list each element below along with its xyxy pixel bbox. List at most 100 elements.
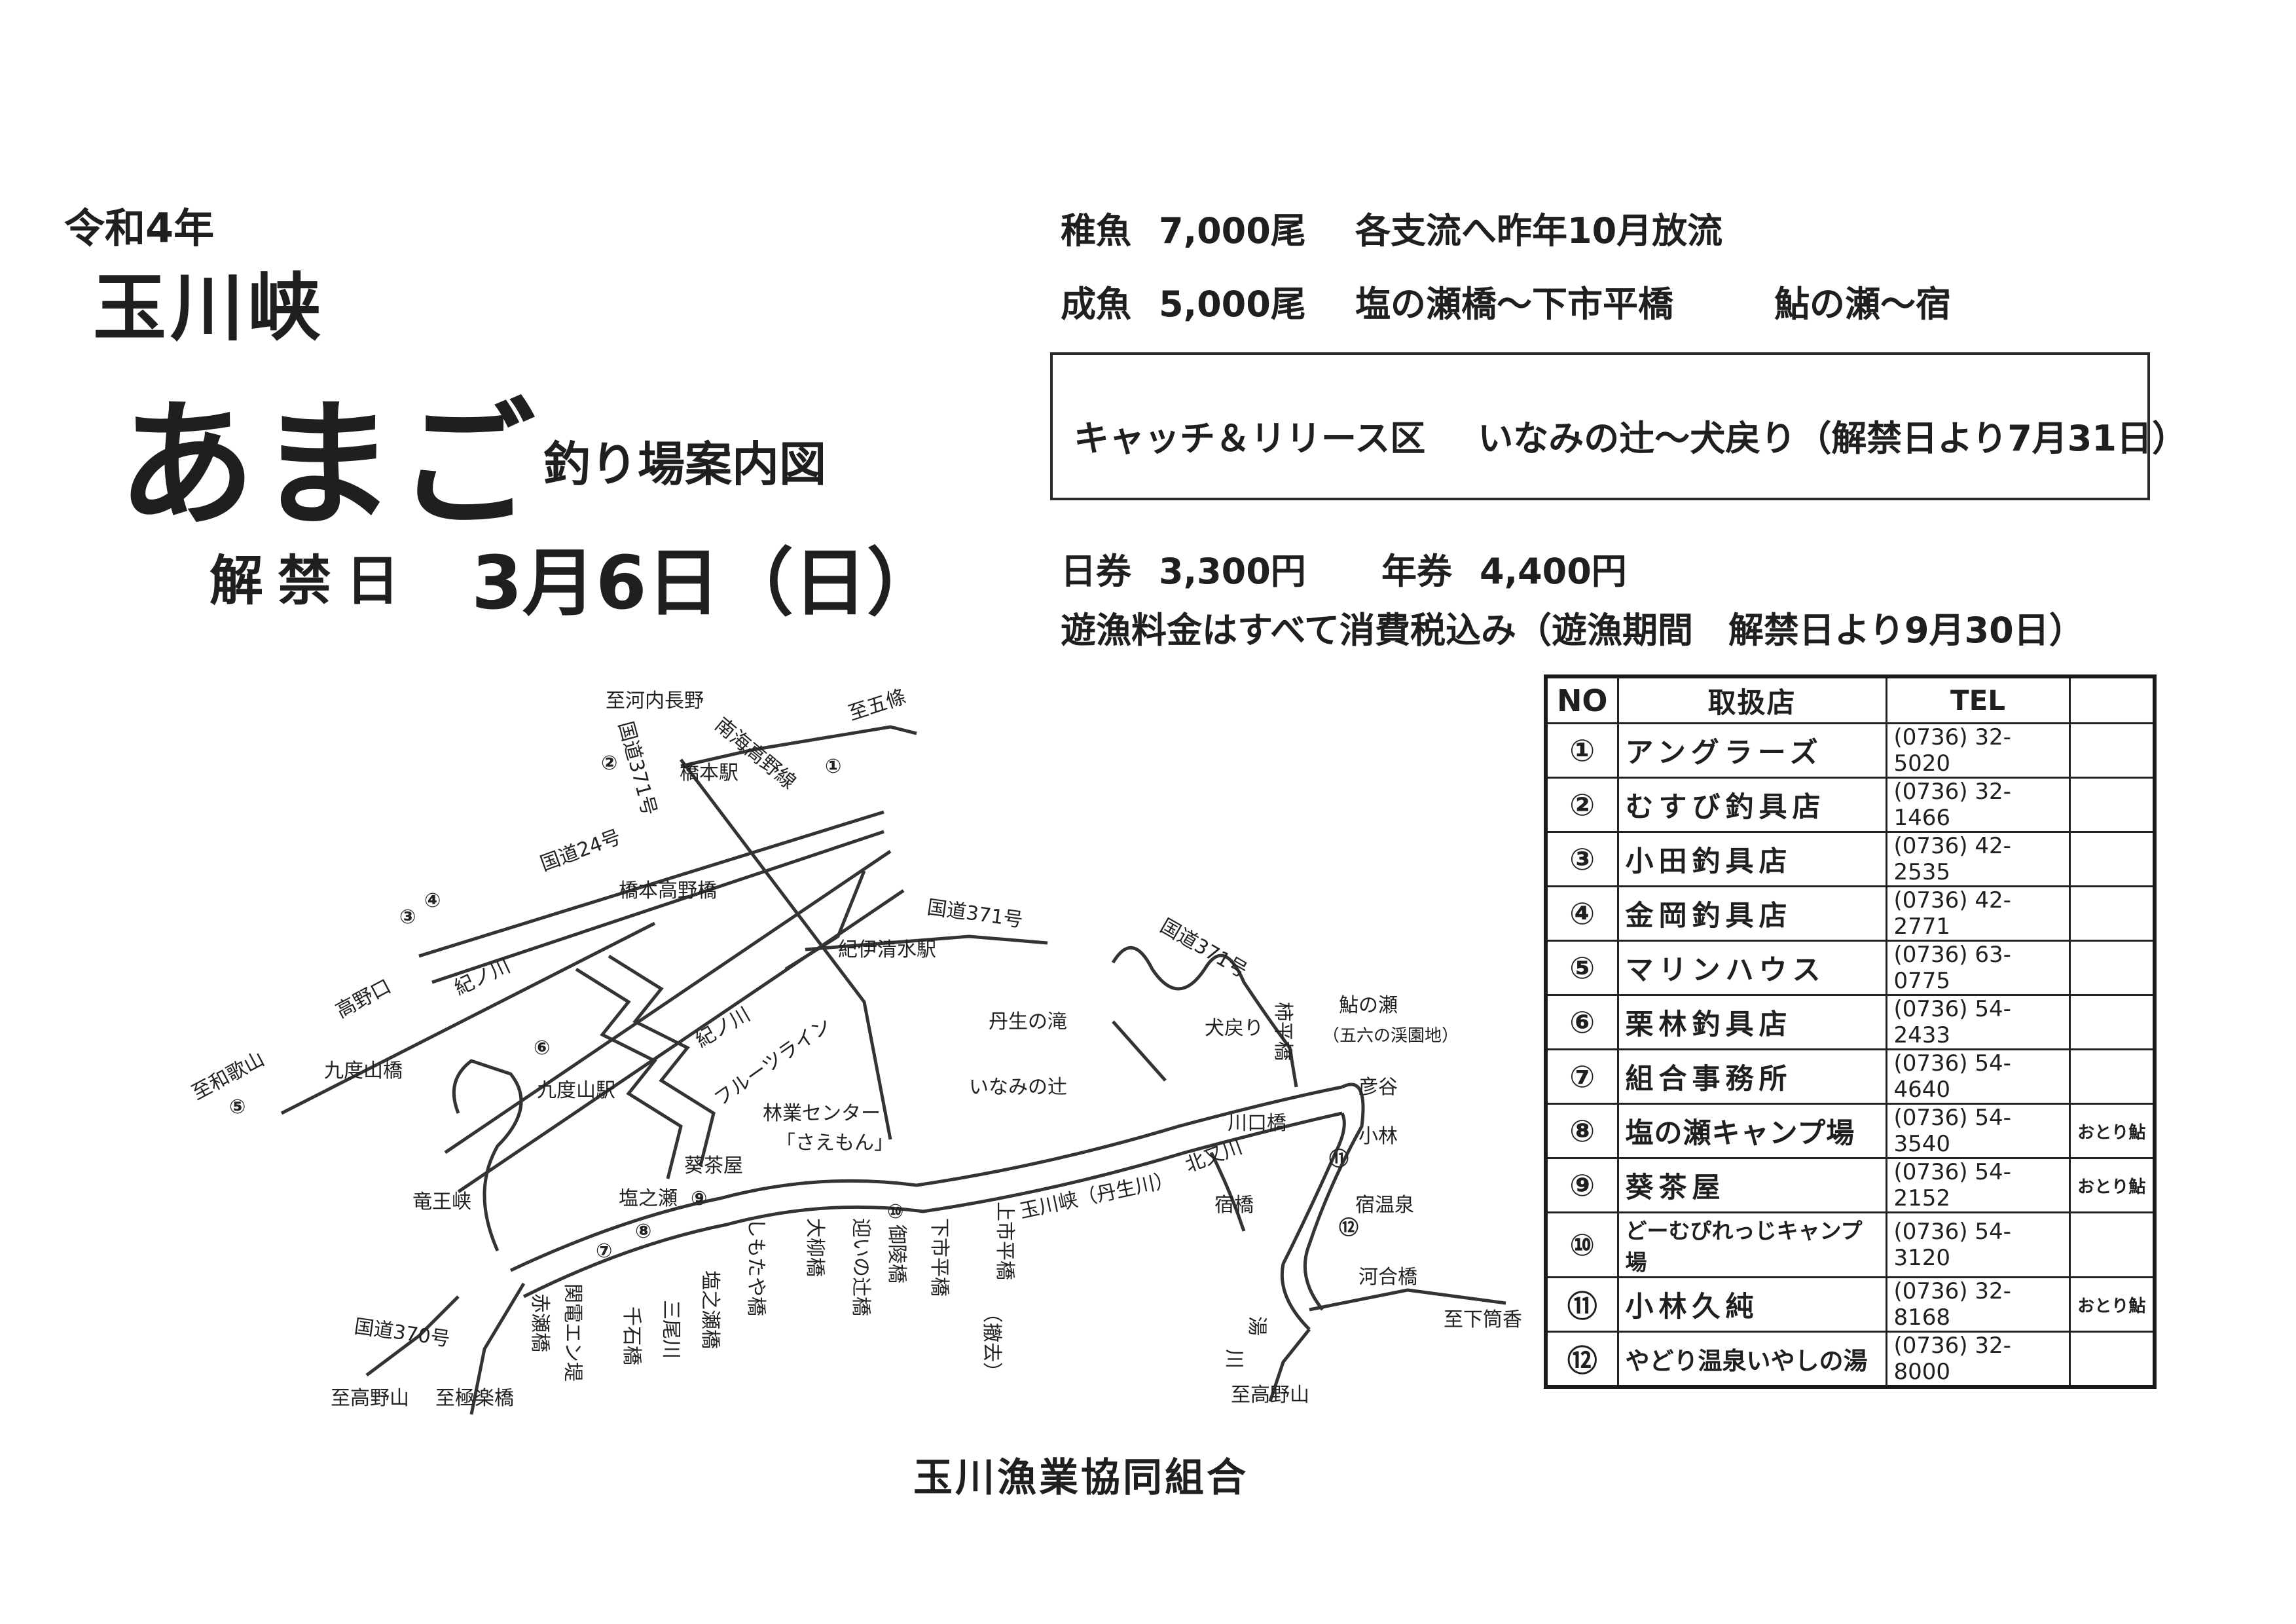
year-label: 令和4年 — [64, 204, 215, 252]
catch-release-text: キャッチ＆リリース区いなみの辻～犬戻り（解禁日より7月31日） — [1074, 409, 2187, 461]
label-to-gojo: 至五條 — [846, 686, 909, 726]
shop-note — [2068, 885, 2156, 942]
label-kawai-bridge: 河合橋 — [1358, 1266, 1417, 1289]
railway-curve — [784, 870, 866, 971]
shop-note: おとり鮎 — [2068, 1157, 2156, 1213]
shop-tel: (0736) 32-8000 — [1885, 1331, 2071, 1388]
stocking-count: 7,000尾 — [1159, 210, 1306, 251]
shop-no: ① — [1544, 722, 1619, 779]
shop-tel: (0736) 32-1466 — [1885, 777, 2071, 833]
label-saemon: 「さえもん」 — [776, 1132, 894, 1154]
road-to-shimotsutsuga — [1309, 1288, 1506, 1312]
label-aoi-chaya: 葵茶屋 — [684, 1154, 743, 1177]
shop-name: 栗林釣具店 — [1616, 994, 1887, 1050]
label-mukai-bridge: 迎いの辻橋 — [849, 1218, 872, 1316]
label-inumodori: 犬戻り — [1205, 1017, 1264, 1040]
shop-no: ⑪ — [1544, 1276, 1619, 1333]
label-kudoyama-bridge: 九度山橋 — [324, 1060, 403, 1082]
label-kitamata-river: 北又川 — [1182, 1135, 1246, 1177]
route371-north — [680, 725, 917, 768]
shop-no: ⑨ — [1544, 1157, 1619, 1213]
shop-note — [2068, 722, 2156, 779]
label-ayunose: 鮎の瀬 — [1339, 994, 1398, 1017]
label-kinokawa-2: 紀ノ川 — [692, 1003, 754, 1052]
label-kudoyama-station: 九度山駅 — [537, 1079, 615, 1102]
shop-no: ③ — [1544, 831, 1619, 887]
shop-note — [2068, 831, 2156, 887]
label-kinokawa-1: 紀ノ川 — [451, 954, 514, 1000]
label-gorokunomori: （五六の渓園地） — [1322, 1026, 1459, 1046]
marker-4: ④ — [424, 889, 441, 912]
label-oyanagi-bridge: 大柳橋 — [803, 1218, 826, 1277]
wiggle-road-b — [608, 954, 716, 1166]
kudoyama-loop — [452, 1059, 523, 1252]
label-yadori-onsen: 宿温泉 — [1355, 1194, 1414, 1217]
fish-title: あまご — [118, 385, 539, 545]
stocking-kind: 稚魚 — [1061, 210, 1131, 251]
header-tel: TEL — [1885, 675, 2071, 724]
marker-1: ① — [825, 755, 841, 778]
shop-name: マリンハウス — [1616, 940, 1887, 996]
organization-footer: 玉川漁業協同組合 — [913, 1455, 1248, 1501]
nyu-falls-stream — [1112, 1020, 1167, 1082]
header-no: NO — [1544, 675, 1619, 724]
day-ticket-label: 日券 — [1061, 551, 1131, 592]
label-mio-river: 三尾川 — [659, 1300, 682, 1359]
label-akase-bridge: 赤瀬橋 — [528, 1293, 551, 1352]
map-shop-markers: ① ② ③ ④ ⑤ ⑥ ⑦ ⑧ ⑨ ⑩ ⑪ ⑫ — [229, 752, 1358, 1263]
nankai-line — [680, 758, 892, 1140]
shop-name: むすび釣具店 — [1616, 777, 1887, 833]
shop-note — [2068, 1211, 2156, 1278]
shop-no: ⑥ — [1544, 994, 1619, 1050]
guide-subtitle: 釣り場案内図 — [543, 437, 827, 492]
label-to-koyasan-1: 至高野山 — [331, 1387, 409, 1410]
label-shimota-bridge: しもたや橋 — [744, 1218, 767, 1316]
tamagawa-east-bank-b — [1280, 1112, 1346, 1331]
shop-name: 金岡釣具店 — [1616, 885, 1887, 942]
shop-note — [2068, 940, 2156, 996]
label-ryuokyo: 竜王峡 — [412, 1190, 471, 1213]
map-roads — [280, 725, 1506, 1415]
shop-tel: (0736) 32-8168 — [1885, 1276, 2071, 1333]
label-goryo-bridge: 御陵橋 — [885, 1225, 908, 1283]
label-removed: （撤去） — [980, 1303, 1003, 1382]
marker-8: ⑧ — [635, 1220, 651, 1243]
table-header-row: NO 取扱店 TEL — [1544, 675, 2156, 724]
shop-name: どーむぴれっじキャンプ場 — [1616, 1211, 1887, 1278]
marker-11: ⑪ — [1329, 1148, 1349, 1171]
shop-no: ⑦ — [1544, 1048, 1619, 1105]
catch-release-box — [1050, 352, 2150, 500]
marker-7a: ⑦ — [596, 1240, 612, 1263]
stocking-count: 5,000尾 — [1159, 284, 1306, 325]
shop-tel: (0736) 54-2433 — [1885, 994, 2071, 1050]
stocking-extra: 鮎の瀬～宿 — [1774, 284, 1951, 325]
route371-winding — [1111, 946, 1298, 1088]
label-kakidaira-bridge: 柿平橋 — [1271, 1002, 1294, 1061]
open-day-date: 3月6日（日） — [471, 541, 940, 626]
place-title: 玉川峡 — [93, 266, 325, 351]
year-ticket-price: 4,400円 — [1480, 551, 1627, 592]
catch-release-period: （解禁日より7月31日） — [1796, 418, 2187, 459]
koyaguchi-road — [280, 921, 656, 1115]
label-forest-center: 林業センター — [763, 1102, 881, 1125]
shop-name: 葵茶屋 — [1616, 1157, 1887, 1213]
label-koyaguchi: 高野口 — [332, 975, 395, 1023]
route371-east — [805, 934, 1048, 951]
shop-name: 塩の瀬キャンプ場 — [1616, 1103, 1887, 1159]
shop-note — [2068, 994, 2156, 1050]
label-kobayashi: 小林 — [1358, 1125, 1398, 1148]
label-kamiichi-bridge: 上市平橋 — [993, 1202, 1016, 1280]
marker-6: ⑥ — [534, 1037, 550, 1060]
catch-release-range: いなみの辻～犬戻り — [1478, 418, 1796, 459]
kitamata-stream — [1209, 1151, 1246, 1232]
shop-name: 組合事務所 — [1616, 1048, 1887, 1105]
shop-no: ⑩ — [1544, 1211, 1619, 1278]
map-labels: 至河内長野 至五條 南海高野線 橋本駅 国道371号 国道24号 橋本高野橋 国… — [188, 686, 1522, 1410]
route370-branch — [365, 1295, 460, 1376]
shop-tel: (0736) 32-5020 — [1885, 722, 2071, 779]
